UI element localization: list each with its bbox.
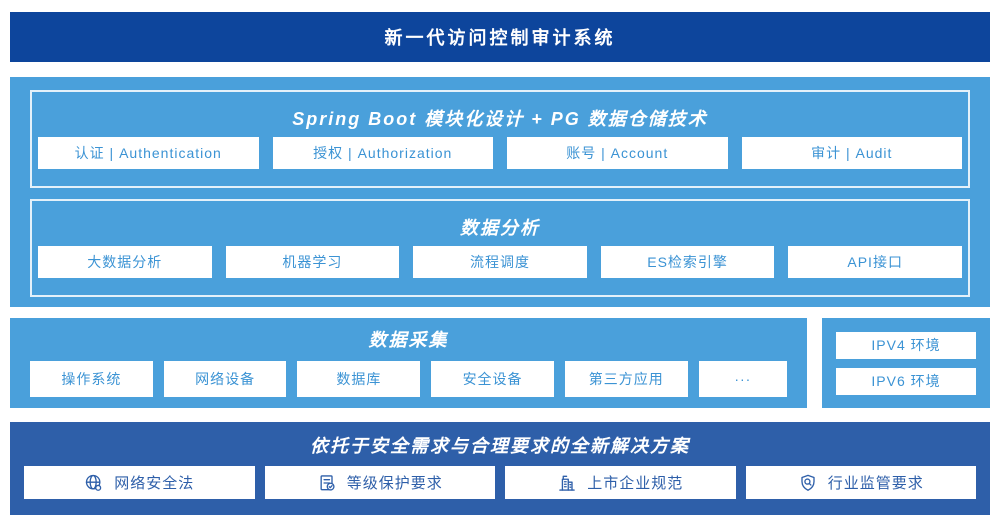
springboot-module: Spring Boot 模块化设计 + PG 数据仓储技术 认证 | Authe… [30, 90, 970, 188]
collection-box-row: 操作系统 网络设备 数据库 安全设备 第三方应用 ··· [30, 361, 788, 397]
big-data-analysis-box: 大数据分析 [38, 246, 212, 278]
data-collection-title: 数据采集 [368, 330, 449, 350]
operating-system-box: 操作系统 [30, 361, 153, 397]
account-box: 账号 | Account [507, 137, 728, 169]
document-check-icon [317, 473, 337, 493]
authorization-box: 授权 | Authorization [272, 137, 493, 169]
api-interface-box: API接口 [788, 246, 962, 278]
ipv6-environment-box: IPV6 环境 [836, 367, 976, 395]
machine-learning-box: 机器学习 [225, 246, 400, 278]
ip-environment-section: IPV4 环境 IPV6 环境 [822, 318, 990, 408]
analysis-box-row: 大数据分析 机器学习 流程调度 ES检索引擎 API接口 [38, 246, 962, 278]
platform-section: Spring Boot 模块化设计 + PG 数据仓储技术 认证 | Authe… [10, 77, 990, 307]
shield-magnifier-icon [798, 473, 818, 493]
system-title: 新一代访问控制审计系统 [384, 28, 616, 48]
database-box: 数据库 [297, 361, 421, 397]
system-title-banner: 新一代访问控制审计系统 [10, 12, 990, 62]
es-search-engine-box: ES检索引擎 [600, 246, 775, 278]
security-device-box: 安全设备 [431, 361, 554, 397]
globe-icon [84, 473, 104, 493]
middle-row: 数据采集 操作系统 网络设备 数据库 安全设备 第三方应用 ··· IPV4 环… [10, 318, 990, 408]
ipv4-environment-box: IPV4 环境 [836, 331, 976, 359]
data-analysis-title: 数据分析 [460, 218, 540, 238]
solution-box-row: 网络安全法 等级保护要求 [24, 466, 976, 499]
springboot-module-title: Spring Boot 模块化设计 + PG 数据仓储技术 [292, 109, 708, 129]
building-icon [557, 473, 577, 493]
cybersecurity-law-box: 网络安全法 [24, 466, 255, 499]
listed-company-label: 上市企业规范 [587, 475, 684, 492]
process-scheduling-box: 流程调度 [413, 246, 587, 278]
third-party-app-box: 第三方应用 [564, 361, 688, 397]
audit-box: 审计 | Audit [741, 137, 962, 169]
authentication-box: 认证 | Authentication [38, 137, 259, 169]
cybersecurity-law-label: 网络安全法 [114, 475, 195, 492]
data-collection-section: 数据采集 操作系统 网络设备 数据库 安全设备 第三方应用 ··· [10, 318, 807, 408]
network-device-box: 网络设备 [163, 361, 287, 397]
listed-company-box: 上市企业规范 [505, 466, 736, 499]
data-analysis-module: 数据分析 大数据分析 机器学习 流程调度 ES检索引擎 API接口 [30, 199, 970, 297]
classified-protection-box: 等级保护要求 [264, 466, 495, 499]
industry-regulation-label: 行业监管要求 [827, 475, 924, 492]
ellipsis-box: ··· [698, 361, 788, 397]
solution-title: 依托于安全需求与合理要求的全新解决方案 [310, 436, 690, 456]
industry-regulation-box: 行业监管要求 [745, 466, 976, 499]
solution-section: 依托于安全需求与合理要求的全新解决方案 网络安全法 [10, 422, 990, 515]
auth-box-row: 认证 | Authentication 授权 | Authorization 账… [38, 137, 962, 169]
classified-protection-label: 等级保护要求 [346, 475, 443, 492]
